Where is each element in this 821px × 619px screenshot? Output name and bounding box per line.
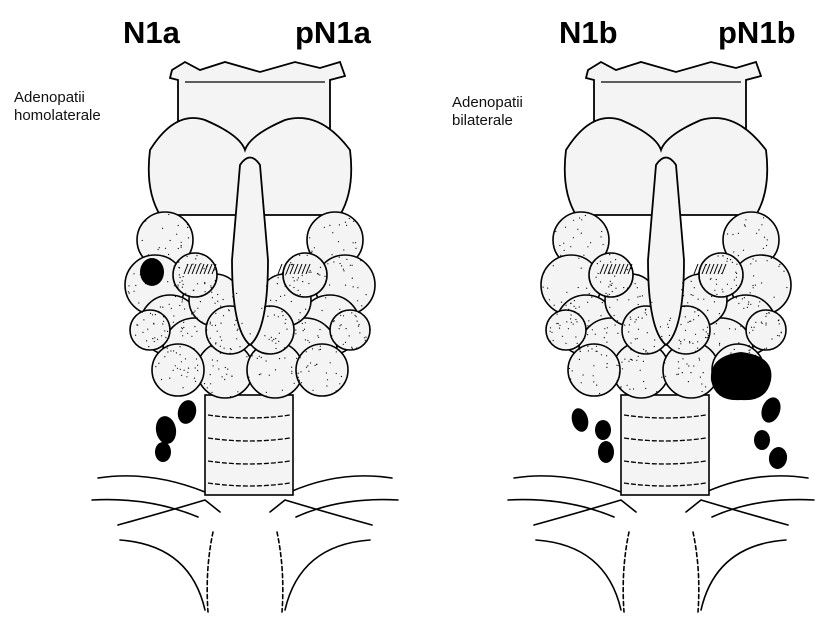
- lymph-node-3: [598, 441, 614, 463]
- trachea: [621, 395, 709, 495]
- lymph-node-4: [758, 395, 784, 426]
- thyroid-illustration-right: [411, 0, 821, 619]
- lymph-node-1: [569, 406, 591, 433]
- trachea: [205, 395, 293, 495]
- anatomy-group: [92, 62, 398, 612]
- panel-n1a: N1a pN1a Adenopatii homolaterale: [0, 0, 410, 619]
- lymph-node-2: [175, 398, 199, 426]
- lymph-node-6: [767, 446, 789, 471]
- tumor-mass: [711, 352, 772, 400]
- lymph-node-4: [155, 442, 171, 462]
- clavicle-lines: [92, 476, 398, 612]
- pyramidal-lobe: [232, 158, 268, 346]
- lymph-node-1: [140, 258, 164, 286]
- lymph-node-3: [154, 414, 179, 445]
- anatomy-group: [508, 62, 814, 612]
- pyramidal-lobe: [648, 158, 684, 346]
- lymph-node-2: [595, 420, 611, 440]
- thyroid-illustration-left: [0, 0, 410, 619]
- lymph-node-5: [754, 430, 770, 450]
- clavicle-lines: [508, 476, 814, 612]
- panel-n1b: N1b pN1b Adenopatii bilaterale: [411, 0, 821, 619]
